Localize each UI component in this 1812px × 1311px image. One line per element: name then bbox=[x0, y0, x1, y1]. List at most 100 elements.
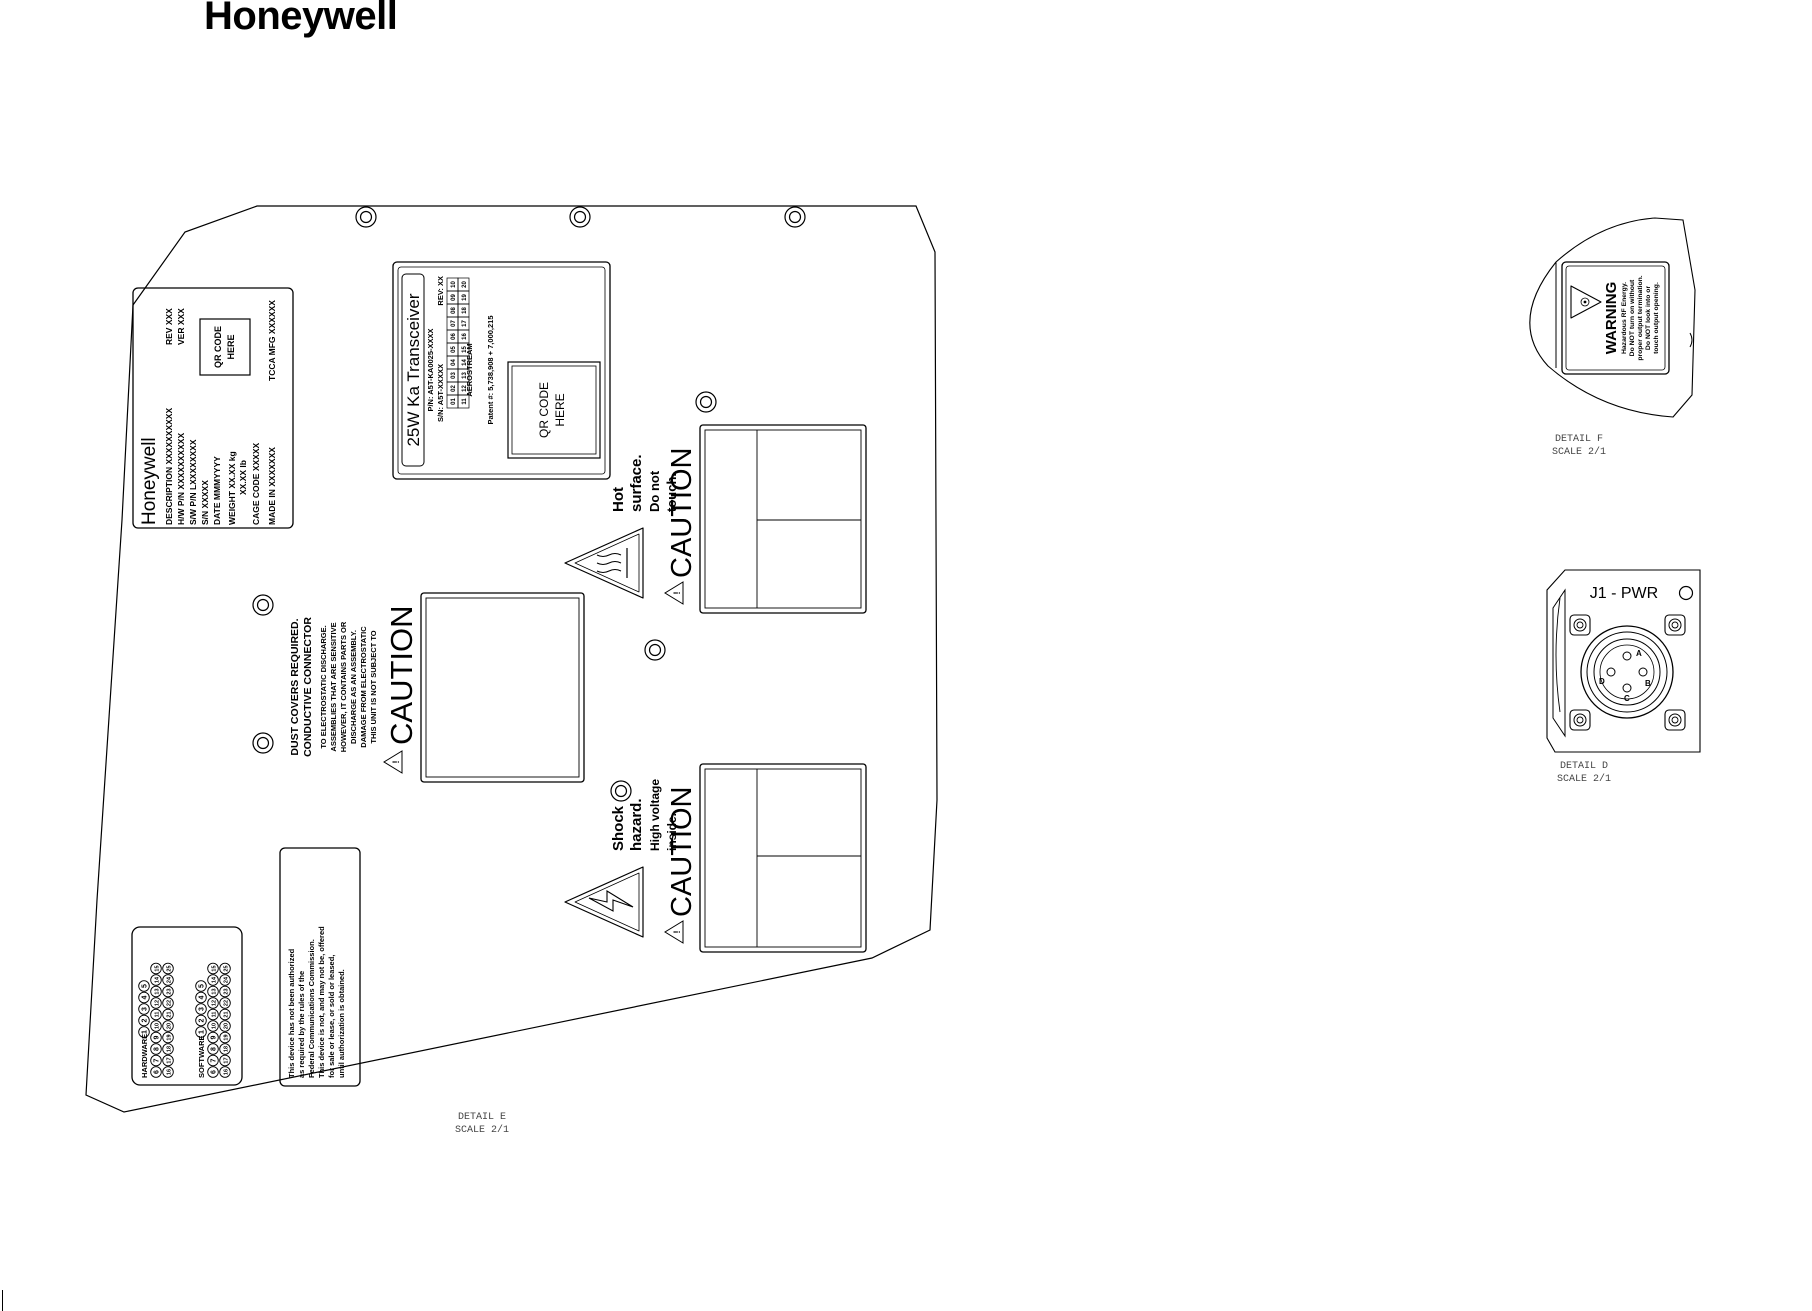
mod-status-circle bbox=[150, 1031, 162, 1044]
caution-text: surface. bbox=[628, 454, 645, 512]
mod-status-number: 17 bbox=[166, 1057, 172, 1063]
nameplate-line: WEIGHT XX.XX kg bbox=[227, 451, 237, 525]
mod-status-circle bbox=[150, 997, 162, 1009]
mod-status-number: 2 bbox=[141, 1018, 148, 1022]
caution-text: CONDUCTIVE CONNECTOR bbox=[302, 617, 314, 757]
warning-text: Do NOT turn on without bbox=[1629, 279, 1636, 356]
mod-status-circle bbox=[219, 962, 231, 975]
mod-status-circle bbox=[138, 980, 150, 992]
nameplate-line: CAGE CODE XXXXX bbox=[251, 442, 261, 525]
fastener bbox=[252, 732, 274, 754]
mod-status-number: 4 bbox=[198, 995, 205, 999]
caution-text: inside. bbox=[665, 813, 679, 851]
mod-status-circle bbox=[150, 1008, 162, 1021]
mod-cell-number: 07 bbox=[451, 320, 457, 327]
transceiver-patent: Patent #: 5,738,908 + 7,000,215 bbox=[486, 315, 495, 424]
mod-status-number: 3 bbox=[141, 1007, 148, 1011]
mod-status-circle bbox=[162, 1031, 174, 1044]
nameplate-line: DATE MMMYYYY bbox=[212, 456, 222, 525]
mod-status-circle bbox=[138, 1026, 150, 1038]
mod-status-number: 20 bbox=[166, 1023, 172, 1029]
mod-status-number: 21 bbox=[166, 1011, 172, 1017]
fastener bbox=[610, 780, 632, 802]
mod-status-label: HARDWARE SOFTWARE 1234567891011121314151… bbox=[131, 926, 243, 1086]
fastener bbox=[252, 594, 274, 616]
warning-text: proper output termination. bbox=[1637, 275, 1644, 360]
mod-status-circle bbox=[207, 1031, 219, 1044]
mod-status-number: 7 bbox=[210, 1058, 217, 1062]
mod-status-circle bbox=[150, 1043, 162, 1055]
mod-status-circle bbox=[162, 1066, 174, 1078]
mod-status-number: 19 bbox=[223, 1034, 229, 1040]
power-connector-receptacle: A B C D bbox=[1580, 625, 1674, 719]
mod-status-circle bbox=[219, 1020, 231, 1032]
mod-cell-number: 12 bbox=[462, 385, 468, 392]
mod-status-number: 18 bbox=[223, 1046, 229, 1052]
caution-hot-surface-label: ! CAUTION Hot surface. Do not touch. bbox=[564, 424, 867, 614]
mod-status-number: 20 bbox=[223, 1023, 229, 1029]
svg-text:!: ! bbox=[672, 931, 682, 934]
fcc-text: as required by the rules of the bbox=[297, 971, 306, 1078]
mod-status-number: 22 bbox=[223, 1000, 229, 1006]
mod-cell-number: 05 bbox=[451, 346, 457, 353]
caution-text: HOWEVER, IT CONTAINS PARTS OR bbox=[339, 621, 348, 752]
caution-text: Do not bbox=[647, 470, 662, 512]
mod-status-circle bbox=[207, 962, 219, 975]
detail-d-title: DETAIL D bbox=[1560, 761, 1608, 772]
warning-text: Do NOT look into or bbox=[1645, 286, 1652, 351]
nameplate-label: Honeywell DESCRIPTION XXXXXXXXXX H/W P/N… bbox=[132, 287, 294, 529]
mod-status-circle bbox=[150, 962, 162, 975]
mod-cell-number: 02 bbox=[451, 385, 457, 392]
mod-cell-number: 15 bbox=[462, 346, 468, 353]
mod-status-number: 25 bbox=[223, 965, 229, 971]
mod-status-number: 24 bbox=[166, 976, 172, 983]
caution-text: THIS UNIT IS NOT SUBJECT TO bbox=[369, 630, 378, 743]
qr-code-placeholder bbox=[507, 361, 601, 459]
mod-status-number: 25 bbox=[166, 965, 172, 971]
mod-status-number: 9 bbox=[153, 1035, 160, 1039]
nameplate-line: DESCRIPTION XXXXXXXXXX bbox=[164, 408, 174, 525]
mod-cell-number: 13 bbox=[462, 372, 468, 379]
nameplate-brand: Honeywell bbox=[139, 437, 160, 525]
detail-d-connector: J1 - PWR A B C D bbox=[1546, 569, 1701, 753]
transceiver-sn: S/N: A5T-XXXXX bbox=[436, 364, 445, 422]
mod-cell-number: 19 bbox=[462, 294, 468, 301]
mod-status-number: 8 bbox=[210, 1047, 217, 1051]
fcc-notice-label: This device has not been authorized as r… bbox=[279, 847, 361, 1087]
svg-text:!: ! bbox=[672, 592, 682, 595]
caution-text: Shock bbox=[610, 805, 627, 851]
caution-text: Hot bbox=[610, 487, 627, 512]
mod-status-number: 12 bbox=[154, 1000, 160, 1006]
caution-text: DISCHARGE AS AN ASSEMBLY. bbox=[349, 630, 358, 744]
mod-status-circle bbox=[195, 1014, 207, 1027]
caution-esd-label: ! CAUTION THIS UNIT IS NOT SUBJECT TO DA… bbox=[289, 592, 585, 783]
mod-cell-number: 08 bbox=[451, 307, 457, 314]
fcc-text: This device has not been authorized bbox=[287, 948, 296, 1078]
mod-status-number: 23 bbox=[166, 988, 172, 994]
mod-status-circle bbox=[195, 980, 207, 992]
fastener bbox=[355, 206, 377, 228]
nameplate-line: S/N XXXXX bbox=[200, 480, 210, 525]
caution-heading: CAUTION bbox=[384, 606, 419, 746]
caution-shock-hazard-label: ! CAUTION Shock hazard. High voltage ins… bbox=[564, 763, 867, 953]
caution-text: hazard. bbox=[628, 798, 645, 851]
svg-text:!: ! bbox=[391, 761, 401, 764]
mod-status-circle bbox=[150, 1066, 162, 1078]
caution-heading: CAUTION bbox=[666, 787, 698, 918]
caution-text: TO ELECTROSTATIC DISCHARGE. bbox=[319, 625, 328, 748]
mod-status-number: 19 bbox=[166, 1034, 172, 1040]
mod-status-number: 12 bbox=[211, 1000, 217, 1006]
mod-status-number: 9 bbox=[210, 1035, 217, 1039]
qr-label: HERE bbox=[226, 334, 236, 359]
mod-status-circle bbox=[207, 1054, 219, 1067]
mod-status-number: 11 bbox=[154, 1012, 160, 1018]
nameplate-line: H/W P/N XXXXXXXXXX bbox=[176, 433, 186, 525]
mod-status-circle bbox=[219, 1008, 231, 1021]
mod-cell-number: 20 bbox=[462, 281, 468, 288]
mounting-screw bbox=[1664, 709, 1686, 731]
detail-f: WARNING Hazardous RF Energy. Do NOT turn… bbox=[1529, 217, 1696, 418]
transceiver-brand: AEROSTREAM bbox=[465, 343, 474, 396]
mod-status-circle bbox=[207, 1020, 219, 1032]
mod-status-number: 2 bbox=[198, 1018, 205, 1022]
